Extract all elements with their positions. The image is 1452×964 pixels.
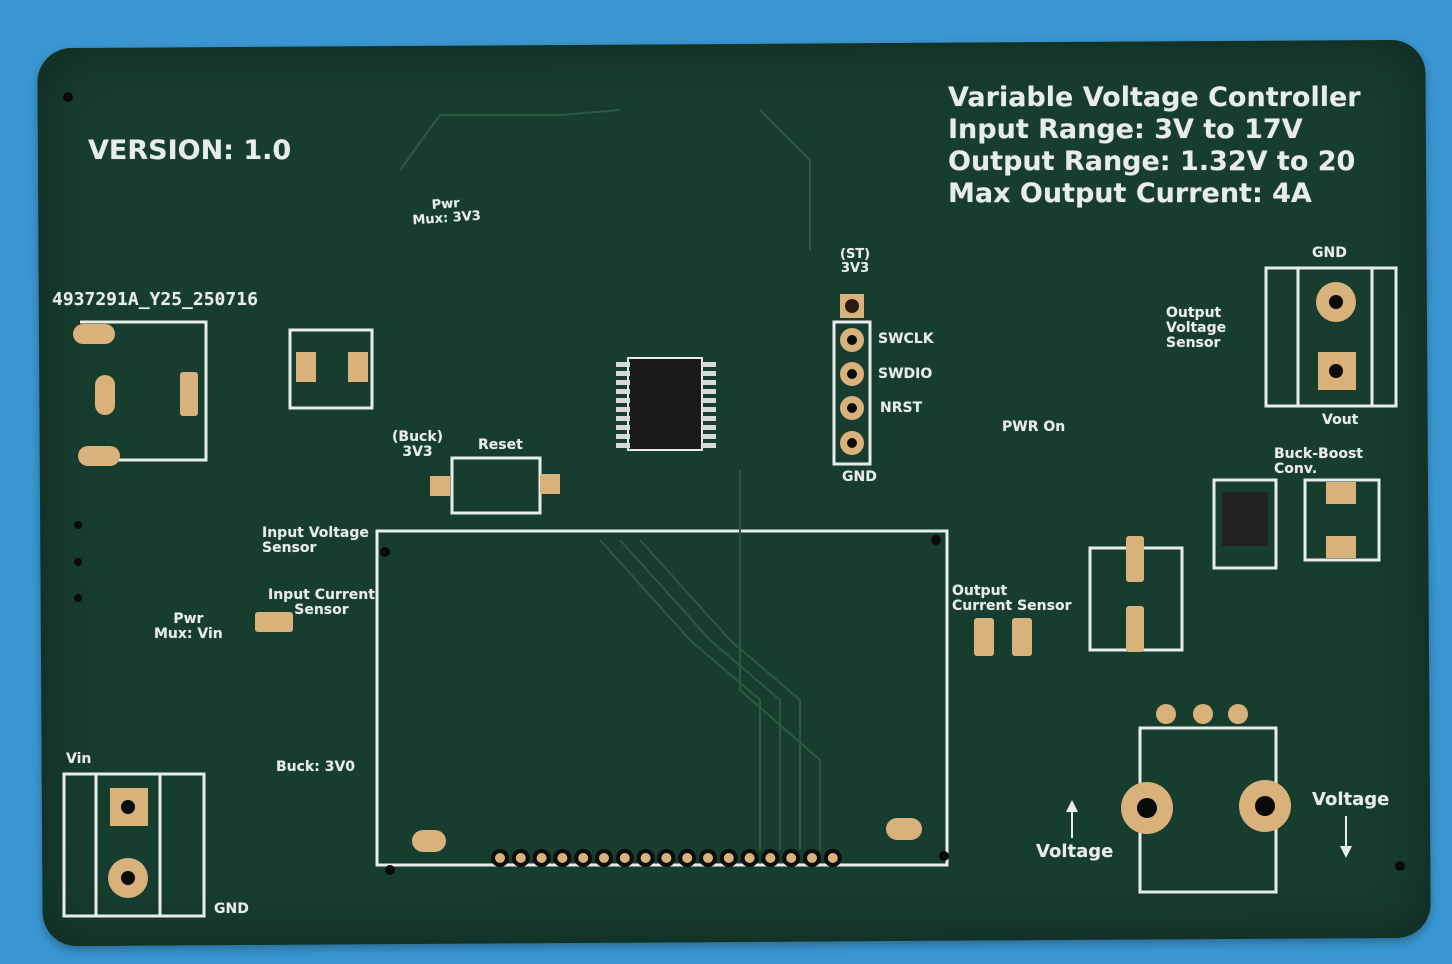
board-title: Variable Voltage Controller (948, 82, 1361, 113)
mcu-pin (616, 443, 630, 448)
mcu-pin (616, 362, 630, 367)
mcu-pin (616, 407, 630, 412)
vin-label: Vin (66, 751, 92, 767)
nrst-label: NRST (880, 400, 923, 416)
buck-3v3-label: (Buck) 3V3 (392, 429, 444, 461)
mcu-pin (616, 434, 630, 439)
pwr-on-label: PWR On (1002, 419, 1066, 435)
reset-label: Reset (478, 437, 523, 453)
lcd-pin (532, 849, 551, 867)
lcd-pin (595, 849, 613, 867)
max-current: Max Output Current: 4A (948, 178, 1312, 209)
output-range: Output Range: 1.32V to 20 (948, 146, 1356, 177)
traces (399, 109, 821, 850)
arrows (1066, 800, 1352, 858)
mcu-chip (616, 357, 716, 451)
mcu-pin (702, 434, 716, 439)
holes (63, 92, 1405, 885)
swdio-label: SWDIO (878, 366, 933, 382)
mcu-pin (616, 398, 630, 403)
lcd-pin (657, 849, 676, 867)
input-range: Input Range: 3V to 17V (948, 114, 1303, 145)
lcd-pin (636, 849, 655, 867)
voltage-up-label: Voltage (1036, 841, 1114, 862)
header-gnd-label: GND (842, 469, 877, 485)
voltage-down-label: Voltage (1312, 789, 1390, 810)
lcd-pin (511, 849, 530, 867)
buck-3v0-label: Buck: 3V0 (276, 759, 356, 775)
pwr-mux-vin-label: Pwr Mux: Vin (154, 611, 223, 642)
lcd-pin (699, 849, 717, 867)
dc-jack-outline (80, 320, 208, 462)
mcu-pin (702, 362, 716, 367)
lcd-pin-row (491, 849, 842, 867)
lcd-pin (491, 849, 509, 867)
mcu-pin (702, 407, 716, 412)
st-3v3-label: (ST) 3V3 (840, 247, 871, 277)
lcd-pin (553, 849, 572, 867)
output-voltage-sensor-label: Output Voltage Sensor (1166, 305, 1227, 351)
mcu-pin (702, 389, 716, 394)
lcd-outline (375, 529, 949, 867)
vout-label: Vout (1322, 412, 1359, 428)
out-gnd-label: GND (1312, 245, 1347, 261)
vin-terminal-block (62, 772, 206, 918)
vout-terminal-block (1264, 266, 1398, 408)
buck-inductor-outline (288, 328, 374, 410)
swd-header-outline (832, 320, 872, 466)
mcu-pin (702, 371, 716, 376)
mcu-pin (702, 416, 716, 421)
mcu-pin (702, 380, 716, 385)
inductor-outline (1303, 478, 1381, 562)
lcd-pin (719, 849, 738, 867)
mcu-pin (616, 371, 630, 376)
mcu-pin (702, 443, 716, 448)
swclk-label: SWCLK (878, 331, 934, 347)
lcd-pin (823, 849, 842, 867)
pwr-mux-3v3-label: Pwr Mux: 3V3 (412, 196, 482, 229)
mcu-pin (616, 389, 630, 394)
lcd-pin (782, 849, 801, 867)
order-code: 4937291A_Y25_250716 (52, 289, 258, 310)
in-gnd-label: GND (214, 901, 249, 917)
lcd-pin (615, 849, 634, 867)
mcu-pin (616, 416, 630, 421)
buck-boost-label: Buck-Boost Conv. (1274, 446, 1363, 477)
reset-button-outline (450, 456, 542, 515)
lcd-pin (678, 849, 697, 867)
mcu-pin (702, 398, 716, 403)
mcu-pin (616, 380, 630, 385)
mcu-pin (702, 425, 716, 430)
input-current-sensor-label: Input Current Sensor (268, 587, 375, 618)
mcu-pin (616, 425, 630, 430)
input-voltage-sensor-label: Input Voltage Sensor (262, 525, 369, 556)
output-current-sensor-label: Output Current Sensor (952, 583, 1072, 614)
lcd-pin (740, 849, 759, 867)
lcd-pin (574, 849, 593, 867)
lcd-pin (803, 849, 821, 867)
lcd-pin (761, 849, 780, 867)
buck-boost-chip (1222, 492, 1268, 546)
buck-boost-ic-outline (1212, 478, 1278, 570)
version-label: VERSION: 1.0 (88, 135, 292, 166)
